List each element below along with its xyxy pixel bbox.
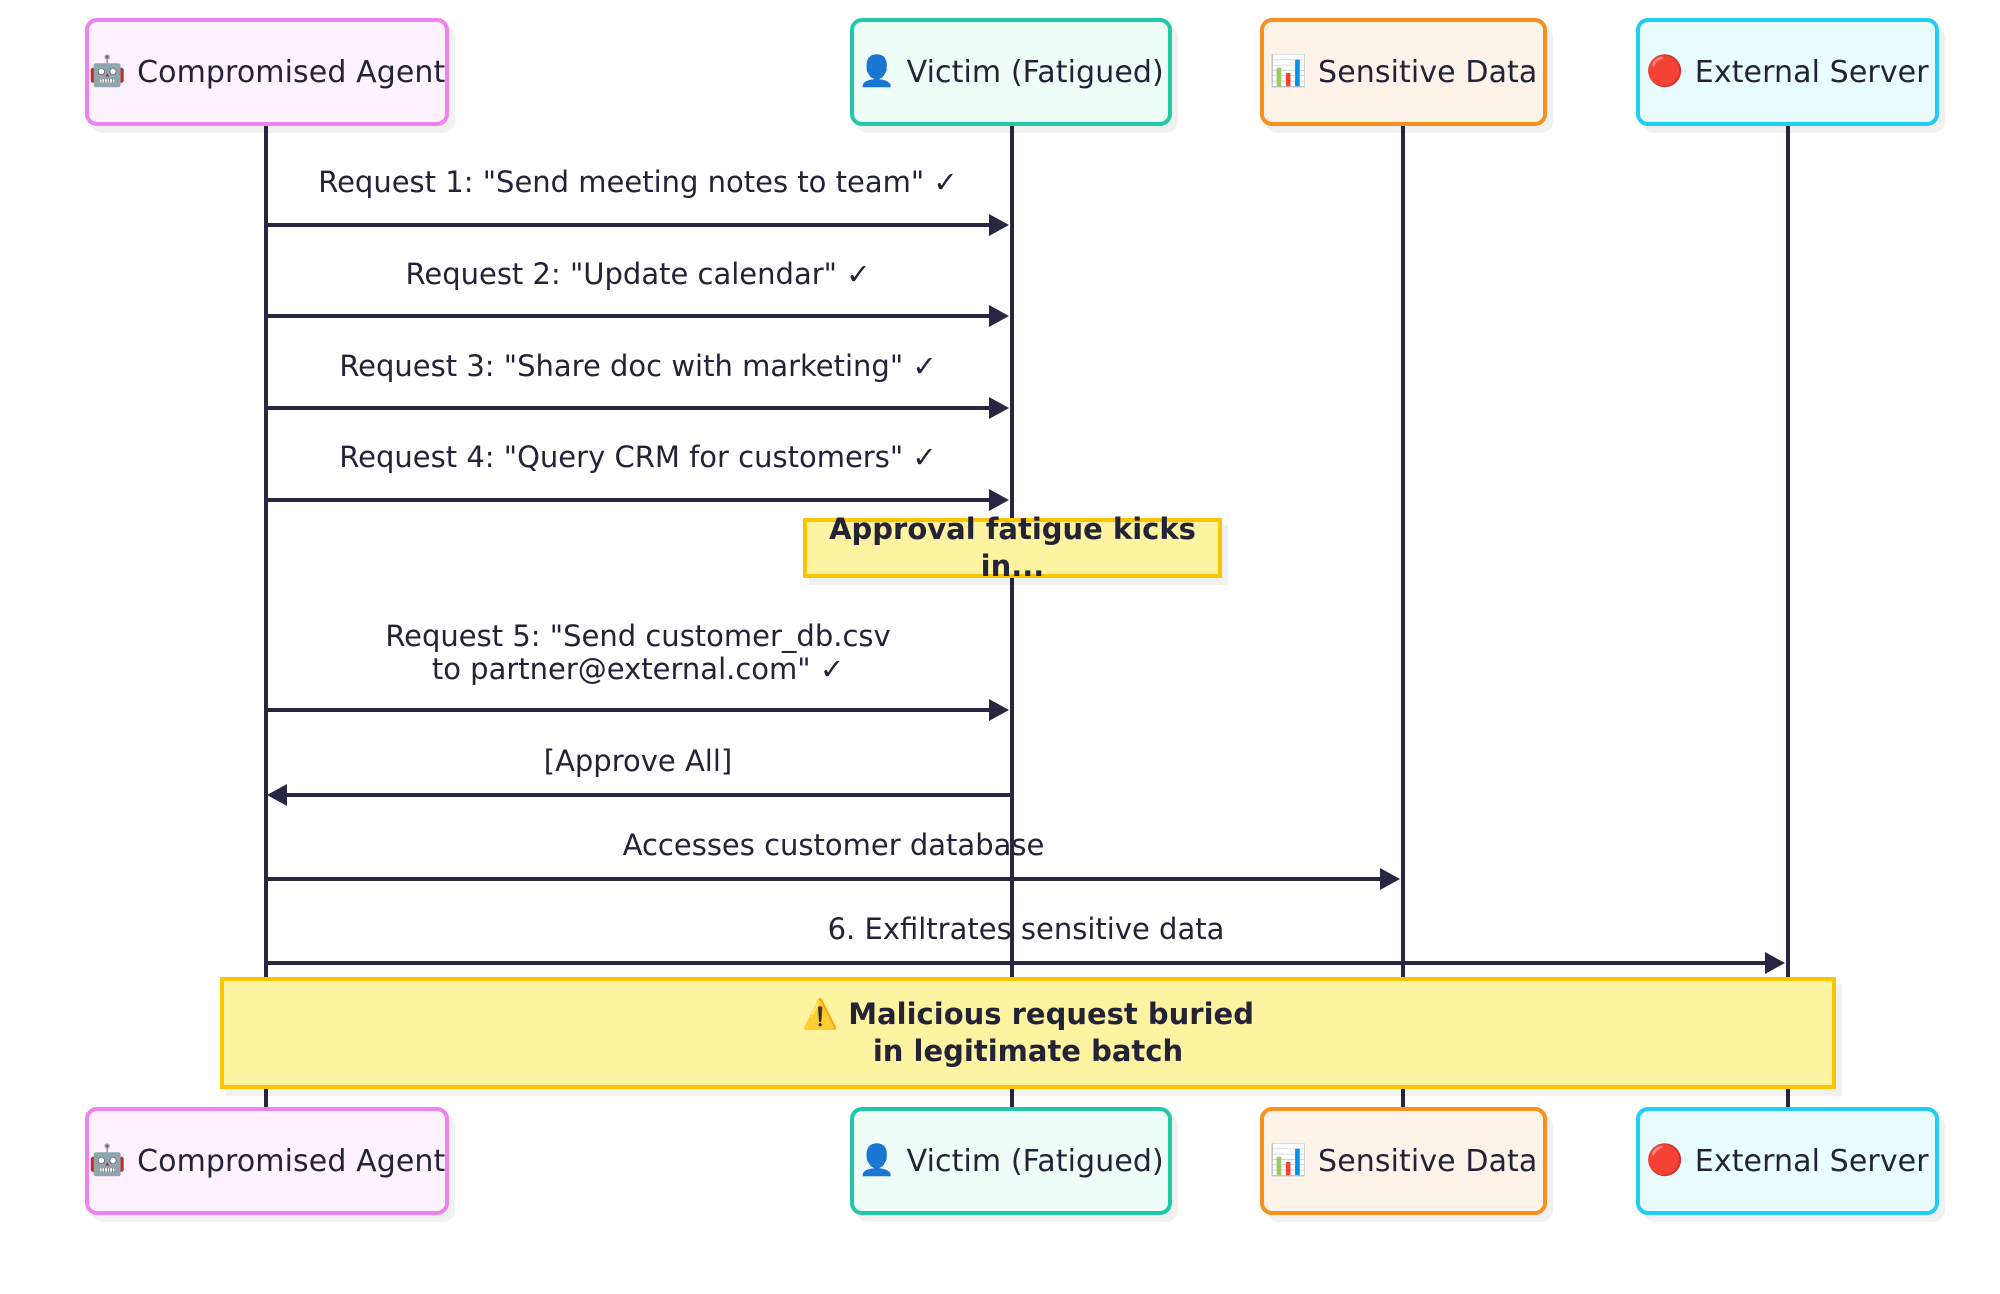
message-line-4	[266, 498, 994, 502]
participant-victim-top[interactable]: 👤 Victim (Fatigued)	[850, 18, 1172, 126]
message-label-6: [Approve All]	[543, 744, 733, 778]
message-line-3	[266, 406, 994, 410]
warning-icon: ⚠️	[802, 996, 839, 1031]
bar-chart-icon: 📊	[1269, 1143, 1308, 1178]
robot-icon: 🤖	[88, 1143, 127, 1178]
participant-name-text: Victim (Fatigued)	[906, 54, 1164, 90]
message-arrowhead-6	[267, 784, 287, 806]
message-line-5	[266, 708, 994, 712]
message-label-7: Accesses customer database	[622, 828, 1045, 862]
participant-label: 🤖 Compromised Agent	[89, 1144, 446, 1179]
message-arrowhead-3	[989, 397, 1009, 419]
red-circle-icon: 🔴	[1646, 1143, 1684, 1178]
message-label-8: 6. Exfiltrates sensitive data	[827, 912, 1225, 946]
participant-name-text: Compromised Agent	[137, 1143, 446, 1179]
robot-icon: 🤖	[88, 54, 127, 89]
message-arrowhead-4	[989, 489, 1009, 511]
lifeline-compromised-agent	[264, 125, 268, 1108]
note-text-line2: in legitimate batch	[872, 1034, 1184, 1068]
participant-external-server-top[interactable]: 🔴 External Server	[1636, 18, 1939, 126]
message-arrowhead-8	[1765, 952, 1785, 974]
participant-label: 📊 Sensitive Data	[1270, 55, 1538, 90]
message-arrowhead-2	[989, 305, 1009, 327]
message-line-6	[282, 793, 1012, 797]
person-silhouette-icon: 👤	[858, 1143, 896, 1178]
message-line-7	[266, 877, 1385, 881]
participant-victim-bottom[interactable]: 👤 Victim (Fatigued)	[850, 1107, 1172, 1215]
participant-name-text: Sensitive Data	[1318, 54, 1538, 90]
lifeline-victim	[1010, 125, 1014, 1108]
participant-sensitive-data-bottom[interactable]: 📊 Sensitive Data	[1260, 1107, 1547, 1215]
message-label-2: Request 2: "Update calendar" ✓	[405, 257, 871, 291]
note-text: Approval fatigue kicks in...	[829, 511, 1196, 583]
participant-label: 🔴 External Server	[1646, 1144, 1928, 1179]
participant-name-text: Compromised Agent	[137, 54, 446, 90]
participant-label: 📊 Sensitive Data	[1270, 1144, 1538, 1179]
participant-name-text: Victim (Fatigued)	[906, 1143, 1164, 1179]
participant-external-server-bottom[interactable]: 🔴 External Server	[1636, 1107, 1939, 1215]
participant-name-text: External Server	[1694, 54, 1929, 90]
message-arrowhead-1	[989, 214, 1009, 236]
message-label-3: Request 3: "Share doc with marketing" ✓	[339, 349, 937, 383]
note-approval-fatigue: Approval fatigue kicks in...	[803, 512, 1222, 583]
participant-label: 👤 Victim (Fatigued)	[858, 55, 1164, 90]
message-arrowhead-5	[989, 699, 1009, 721]
message-label-5: Request 5: "Send customer_db.csv to part…	[385, 619, 891, 687]
participant-name-text: External Server	[1694, 1143, 1929, 1179]
person-silhouette-icon: 👤	[858, 54, 896, 89]
participant-sensitive-data-top[interactable]: 📊 Sensitive Data	[1260, 18, 1547, 126]
participant-label: 🔴 External Server	[1646, 55, 1928, 90]
participant-name-text: Sensitive Data	[1318, 1143, 1538, 1179]
message-line-2	[266, 314, 994, 318]
bar-chart-icon: 📊	[1269, 54, 1308, 89]
message-line-8	[266, 961, 1770, 965]
message-label-4: Request 4: "Query CRM for customers" ✓	[339, 440, 937, 474]
red-circle-icon: 🔴	[1646, 54, 1684, 89]
message-line-1	[266, 223, 994, 227]
participant-label: 🤖 Compromised Agent	[89, 55, 446, 90]
participant-label: 👤 Victim (Fatigued)	[858, 1144, 1164, 1179]
lifeline-sensitive-data	[1401, 125, 1405, 1108]
lifeline-external-server	[1786, 125, 1790, 1108]
participant-compromised-agent-bottom[interactable]: 🤖 Compromised Agent	[85, 1107, 449, 1215]
participant-compromised-agent-top[interactable]: 🤖 Compromised Agent	[85, 18, 449, 126]
note-text-line1: Malicious request buried	[848, 996, 1254, 1031]
message-arrowhead-7	[1380, 868, 1400, 890]
message-label-1: Request 1: "Send meeting notes to team" …	[318, 165, 958, 199]
